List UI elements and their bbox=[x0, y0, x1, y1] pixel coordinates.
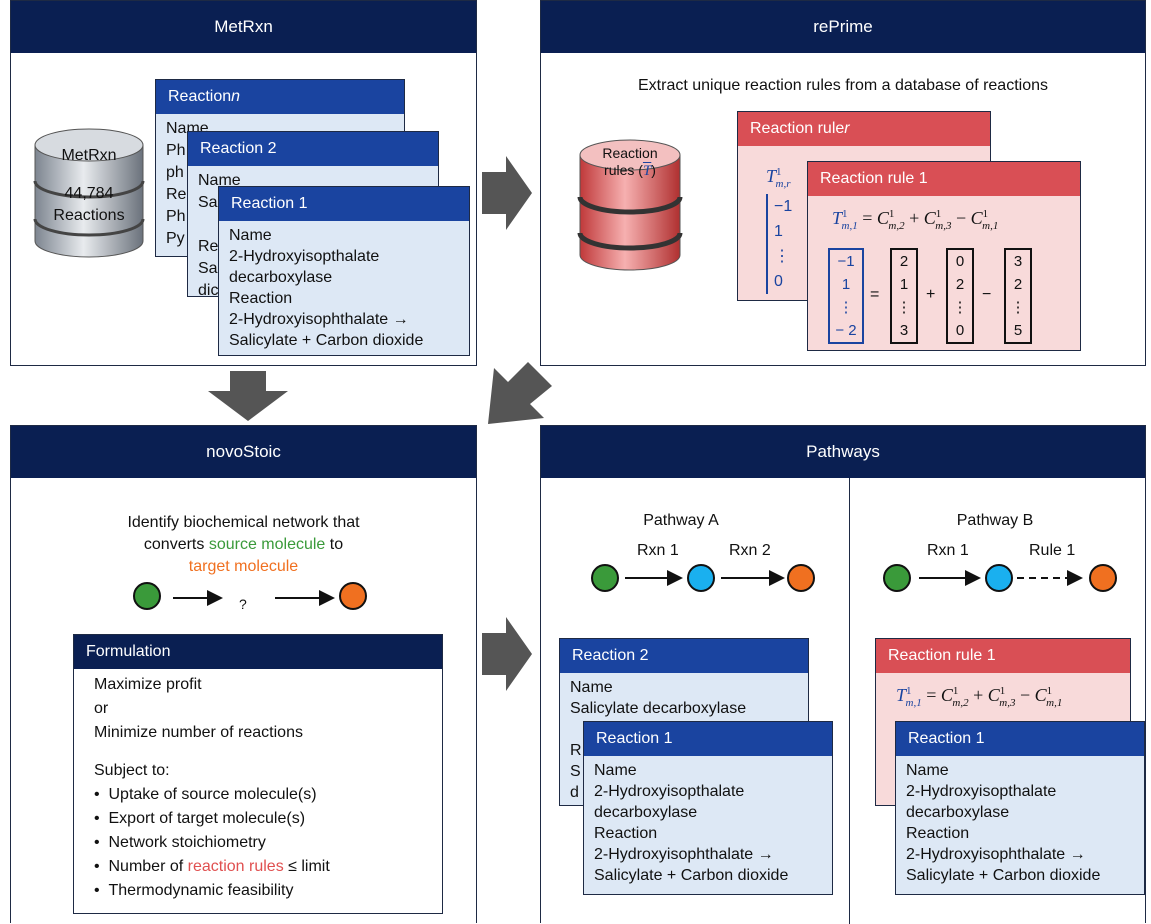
pathway-b-arrows bbox=[919, 570, 1083, 586]
rules-database-icon bbox=[577, 139, 683, 271]
constraint-1: • Uptake of source molecule(s) bbox=[94, 786, 317, 803]
rule-1-equation: T1m,1 = C1m,2 + C1m,3 − C1m,1 bbox=[832, 208, 999, 232]
pathway-a-source-node bbox=[591, 564, 619, 592]
rules-db-line1: Reaction bbox=[602, 145, 658, 161]
pathways-panel: Pathways Pathway A Rxn 1 Rxn 2 Reaction … bbox=[540, 425, 1146, 924]
pathways-divider bbox=[849, 478, 850, 924]
reaction-card-1-header: Reaction 1 bbox=[219, 187, 469, 221]
pathway-b-intermediate-node bbox=[985, 564, 1013, 592]
novostoic-desc-line1: Identify biochemical network that bbox=[127, 514, 360, 531]
reprime-panel: rePrime Extract unique reaction rules fr… bbox=[540, 0, 1146, 366]
constraint-5: • Thermodynamic feasibility bbox=[94, 882, 294, 899]
novostoic-desc-line2: converts source molecule to bbox=[143, 536, 344, 553]
novostoic-desc-target: target molecule bbox=[188, 558, 299, 575]
reprime-subtitle: Extract unique reaction rules from a dat… bbox=[638, 77, 1048, 94]
pathway-b-rule-header: Reaction rule 1 bbox=[876, 639, 1130, 673]
novostoic-title: novoStoic bbox=[206, 442, 281, 461]
rule-1-op-eq: = bbox=[870, 286, 880, 303]
db-name: MetRxn bbox=[61, 147, 117, 164]
subject-to-label: Subject to: bbox=[94, 762, 170, 779]
rules-db-line2: rules (T) bbox=[604, 162, 656, 179]
reaction-card-n-header: Reaction n bbox=[156, 80, 404, 114]
constraint-2: • Export of target molecule(s) bbox=[94, 810, 306, 827]
pathway-b-reaction-1-header: Reaction 1 bbox=[896, 722, 1144, 756]
pathway-a-rxn2: Rxn 2 bbox=[729, 542, 771, 559]
objective-min-reactions: Minimize number of reactions bbox=[94, 724, 303, 741]
pathway-b-rxn1: Rxn 1 bbox=[927, 542, 969, 559]
pathway-a-reaction-1-header: Reaction 1 bbox=[584, 722, 832, 756]
objective-or: or bbox=[94, 700, 109, 717]
pathway-b-source-node bbox=[883, 564, 911, 592]
reaction-rule-1-header: Reaction rule 1 bbox=[808, 162, 1080, 196]
unknown-path-arrows bbox=[173, 590, 335, 606]
arrow-right-top bbox=[482, 156, 532, 230]
rule-1-op-plus: + bbox=[926, 286, 936, 303]
constraint-3: • Network stoichiometry bbox=[94, 834, 266, 851]
constraint-4: • Number of reaction rules ≤ limit bbox=[94, 858, 330, 875]
metrxn-header: MetRxn bbox=[11, 1, 476, 53]
source-molecule-node bbox=[133, 582, 161, 610]
database-icon bbox=[33, 128, 145, 258]
novostoic-header: novoStoic bbox=[11, 426, 476, 478]
metrxn-title: MetRxn bbox=[214, 17, 273, 36]
reaction-rule-r-header: Reaction rule r bbox=[738, 112, 990, 146]
novostoic-panel: novoStoic Identify biochemical network t… bbox=[10, 425, 477, 923]
pathways-header: Pathways bbox=[541, 426, 1145, 478]
pathway-a-arrows bbox=[625, 570, 785, 586]
unknown-step: ? bbox=[239, 596, 247, 612]
pathway-b-rule1: Rule 1 bbox=[1029, 542, 1076, 559]
reaction-rule-1-card: Reaction rule 1 T1m,1 = C1m,2 + C1m,3 − … bbox=[807, 161, 1081, 351]
db-unit: Reactions bbox=[53, 207, 125, 224]
reaction-card-2-header: Reaction 2 bbox=[188, 132, 438, 166]
reprime-header: rePrime bbox=[541, 1, 1145, 53]
pathway-b-title: Pathway B bbox=[956, 512, 1034, 529]
pathway-b-rule-equation: T1m,1 = C1m,2 + C1m,3 − C1m,1 bbox=[896, 685, 1063, 709]
arrow-down-diag bbox=[488, 362, 552, 424]
arrow-down-left bbox=[208, 371, 288, 421]
metrxn-panel: MetRxn MetRxn 44,784 Reactions Reaction … bbox=[10, 0, 477, 366]
rule-1-op-minus: − bbox=[982, 286, 992, 303]
target-molecule-node bbox=[339, 582, 367, 610]
pathway-b-target-node bbox=[1089, 564, 1117, 592]
arrow-right-bottom bbox=[482, 617, 532, 691]
pathway-a-target-node bbox=[787, 564, 815, 592]
pathway-a-intermediate-node bbox=[687, 564, 715, 592]
reprime-title: rePrime bbox=[813, 17, 873, 36]
pathways-title: Pathways bbox=[806, 442, 880, 461]
rule-r-lhs: T1m,r bbox=[766, 166, 791, 190]
pathway-a-title: Pathway A bbox=[643, 512, 719, 529]
formulation-box: Formulation Maximize profit or Minimize … bbox=[73, 634, 443, 914]
pathway-a-rxn1: Rxn 1 bbox=[637, 542, 679, 559]
objective-profit: Maximize profit bbox=[94, 676, 202, 693]
formulation-header: Formulation bbox=[74, 635, 442, 669]
pathway-a-reaction-2-header: Reaction 2 bbox=[560, 639, 808, 673]
db-count: 44,784 bbox=[64, 185, 114, 202]
